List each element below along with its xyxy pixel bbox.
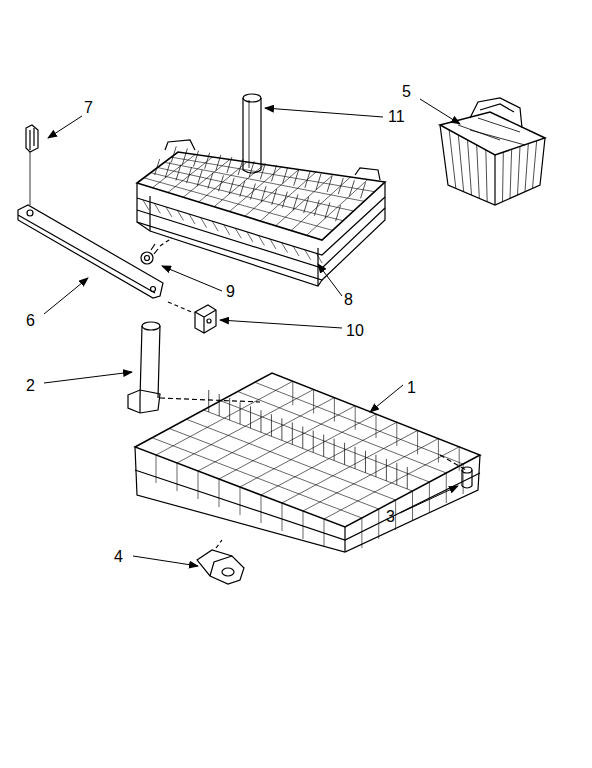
callout-number: 9 [226,284,235,300]
callout-number: 7 [84,100,93,116]
wash-tube [128,322,260,413]
callout-number: 6 [26,313,35,329]
callout-number: 3 [386,509,395,525]
callout-number: 5 [402,84,411,100]
rail-stop-clip [26,125,38,205]
lower-rack [135,373,480,575]
callout-number: 1 [407,380,416,396]
rack-rail [18,205,163,298]
stem-tube [243,94,261,173]
rack-wheel [197,540,244,584]
wheel-axle [462,467,472,488]
callout-number: 10 [346,323,364,339]
callout-number: 8 [344,292,353,308]
leader-lines [44,99,460,566]
rail-end-cap [168,302,216,333]
silverware-basket [440,98,545,205]
callout-number: 4 [114,549,123,565]
callout-number: 2 [26,378,35,394]
callout-number: 11 [388,109,405,125]
roller [141,238,172,264]
